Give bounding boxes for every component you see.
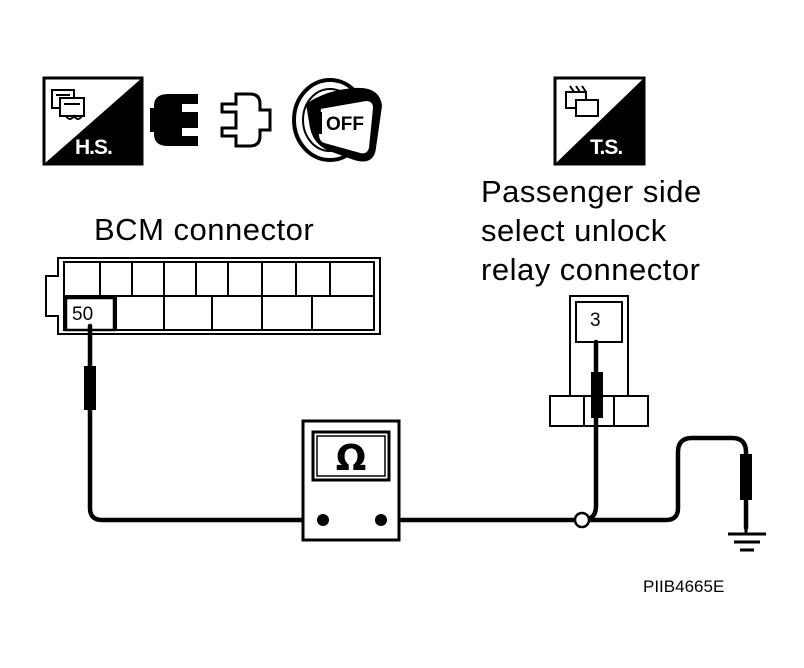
bcm-connector-label: BCM connector bbox=[94, 212, 315, 247]
relay-label-line: Passenger side bbox=[481, 174, 702, 209]
meter-terminal-left bbox=[317, 514, 329, 526]
harness-side-icon bbox=[42, 76, 144, 166]
meter-terminal-right bbox=[375, 514, 387, 526]
bcm-pin-number: 50 bbox=[72, 304, 94, 325]
ohmmeter: Ω bbox=[301, 419, 401, 542]
wire-relay-to-ground bbox=[579, 435, 749, 531]
relay-connector-label: Passenger side select unlock relay conne… bbox=[481, 172, 702, 289]
probe-relay bbox=[591, 372, 603, 418]
relay-pin-number: 3 bbox=[590, 310, 601, 331]
relay-label-line: select unlock bbox=[481, 213, 667, 248]
harness-side-text: H.S. bbox=[75, 136, 113, 159]
terminal-side-text: T.S. bbox=[590, 136, 623, 159]
ignition-off-text: OFF bbox=[326, 114, 364, 135]
bcm-connector-upper-row bbox=[63, 261, 375, 297]
wire-bcm-to-meter bbox=[87, 323, 326, 523]
probe-ground bbox=[740, 454, 752, 500]
terminal-side-icon bbox=[553, 76, 646, 166]
figure-code: PIIB4665E bbox=[643, 577, 725, 596]
probe-bcm bbox=[84, 366, 96, 410]
ohm-symbol: Ω bbox=[336, 438, 367, 479]
wire-meter-to-relay bbox=[378, 339, 599, 523]
connector-disconnect-icon bbox=[150, 92, 272, 148]
bcm-connector-lower-row bbox=[63, 295, 375, 331]
relay-label-line: relay connector bbox=[481, 252, 701, 287]
wire-junction bbox=[573, 511, 591, 529]
bcm-connector bbox=[45, 257, 381, 335]
ground-symbol bbox=[728, 500, 766, 552]
ignition-key-off-icon bbox=[292, 78, 382, 162]
